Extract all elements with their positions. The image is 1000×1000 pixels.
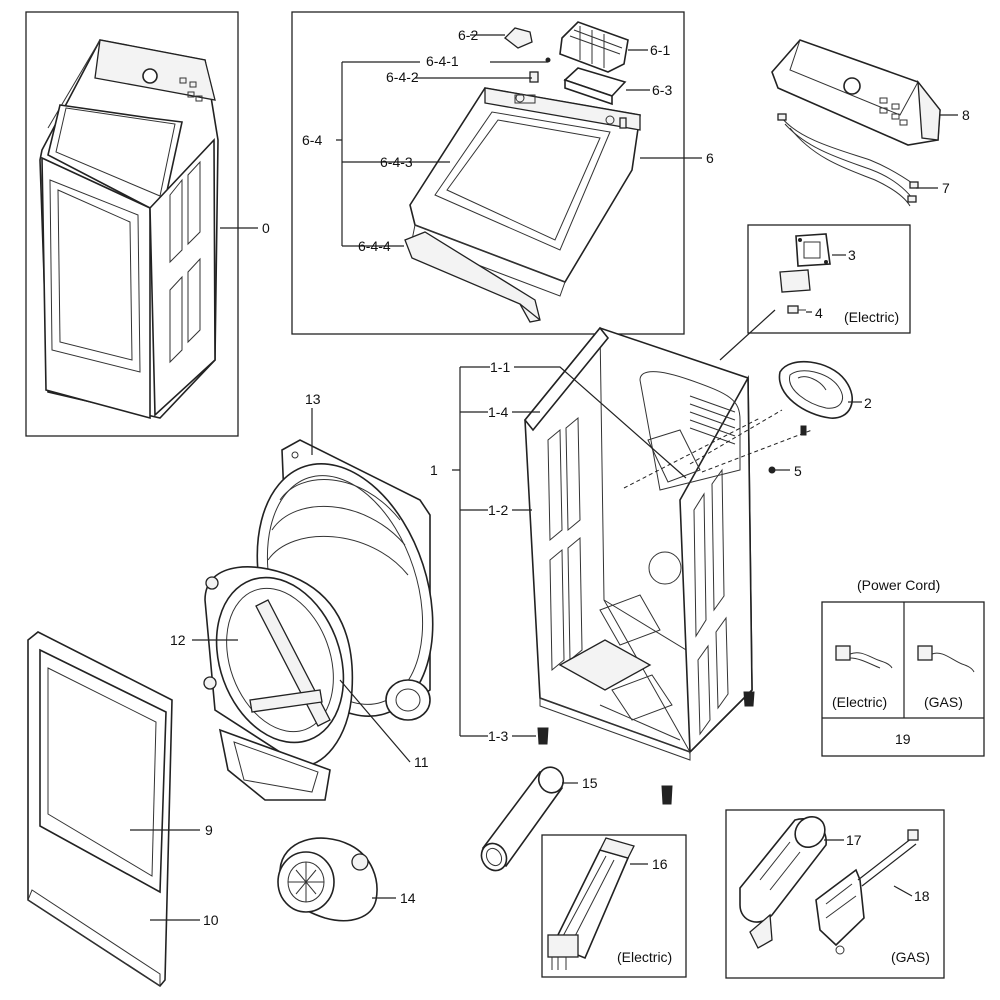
caption-power-cord-electric: (Electric): [832, 694, 887, 710]
label-2: 2: [864, 395, 872, 411]
cabinet-part-1: [523, 326, 753, 761]
label-6-4-4: 6-4-4: [358, 238, 391, 254]
label-13: 13: [305, 391, 321, 407]
box-electric-sensor: [747, 224, 911, 334]
blower-motor-part-14: [277, 837, 378, 922]
wiring-harness-part-7: [777, 113, 919, 207]
box-electric-heater: [541, 834, 687, 978]
dryer-assembly-part-0: [39, 39, 219, 420]
box-part-6: [291, 11, 685, 335]
label-12: 12: [170, 632, 186, 648]
label-6: 6: [706, 150, 714, 166]
leg-rear: [743, 691, 755, 707]
door-part-9-10: [27, 631, 173, 988]
power-cord-gas-icon: [917, 645, 975, 673]
label-14: 14: [400, 890, 416, 906]
label-6-4-3: 6-4-3: [380, 154, 413, 170]
box-part-0: [25, 11, 239, 437]
screw-rear: [800, 425, 807, 436]
caption-electric-sensor: (Electric): [844, 309, 899, 325]
igniter-part-18: [815, 829, 919, 955]
label-9: 9: [205, 822, 213, 838]
sensor-part-4: [787, 305, 806, 314]
label-6-4-1: 6-4-1: [426, 53, 459, 69]
label-17: 17: [846, 832, 862, 848]
part-6-3: [563, 67, 627, 106]
label-4: 4: [815, 305, 823, 321]
label-6-4: 6-4: [302, 132, 322, 148]
gas-valve-part-17: [739, 815, 827, 949]
label-6-2: 6-2: [458, 27, 478, 43]
part-6-2: [504, 27, 533, 49]
caption-power-cord-gas: (GAS): [924, 694, 963, 710]
label-1-4: 1-4: [488, 404, 508, 420]
caption-heater-electric: (Electric): [617, 949, 672, 965]
blower-housing: [385, 679, 431, 721]
label-5: 5: [794, 463, 802, 479]
label-11: 11: [414, 754, 429, 770]
front-drum-panel-part-12: [203, 566, 354, 801]
label-1-2: 1-2: [488, 502, 508, 518]
duct-cover-part-2: [778, 360, 854, 419]
label-1-1: 1-1: [490, 359, 510, 375]
sensor-board-part-3: [779, 233, 831, 293]
label-18: 18: [914, 888, 930, 904]
exhaust-duct-part-15: [480, 766, 565, 872]
power-cord-electric-icon: [835, 645, 893, 669]
label-15: 15: [582, 775, 598, 791]
label-8: 8: [962, 107, 970, 123]
caption-burner-gas: (GAS): [891, 949, 930, 965]
label-7: 7: [942, 180, 950, 196]
caption-power-cord: (Power Cord): [857, 577, 940, 593]
part-6-1: [559, 21, 629, 73]
leg-part-1-3: [537, 727, 549, 745]
bracket-1: [452, 366, 490, 737]
power-cord-table: [821, 601, 985, 757]
bracket-6-4: [336, 61, 420, 247]
label-3: 3: [848, 247, 856, 263]
box-gas-burner: [725, 809, 945, 979]
label-19: 19: [895, 731, 911, 747]
part-6-4-2: [529, 71, 539, 83]
heater-part-16: [547, 837, 635, 970]
top-panel-assembly-part-6: [404, 87, 641, 323]
leg-front-right: [661, 785, 673, 805]
label-6-1: 6-1: [650, 42, 670, 58]
screw-6: [619, 117, 627, 129]
label-1: 1: [430, 462, 438, 478]
label-0: 0: [262, 220, 270, 236]
label-10: 10: [203, 912, 219, 928]
label-6-4-2: 6-4-2: [386, 69, 419, 85]
label-16: 16: [652, 856, 668, 872]
control-panel-part-8: [771, 39, 941, 146]
label-1-3: 1-3: [488, 728, 508, 744]
label-6-3: 6-3: [652, 82, 672, 98]
